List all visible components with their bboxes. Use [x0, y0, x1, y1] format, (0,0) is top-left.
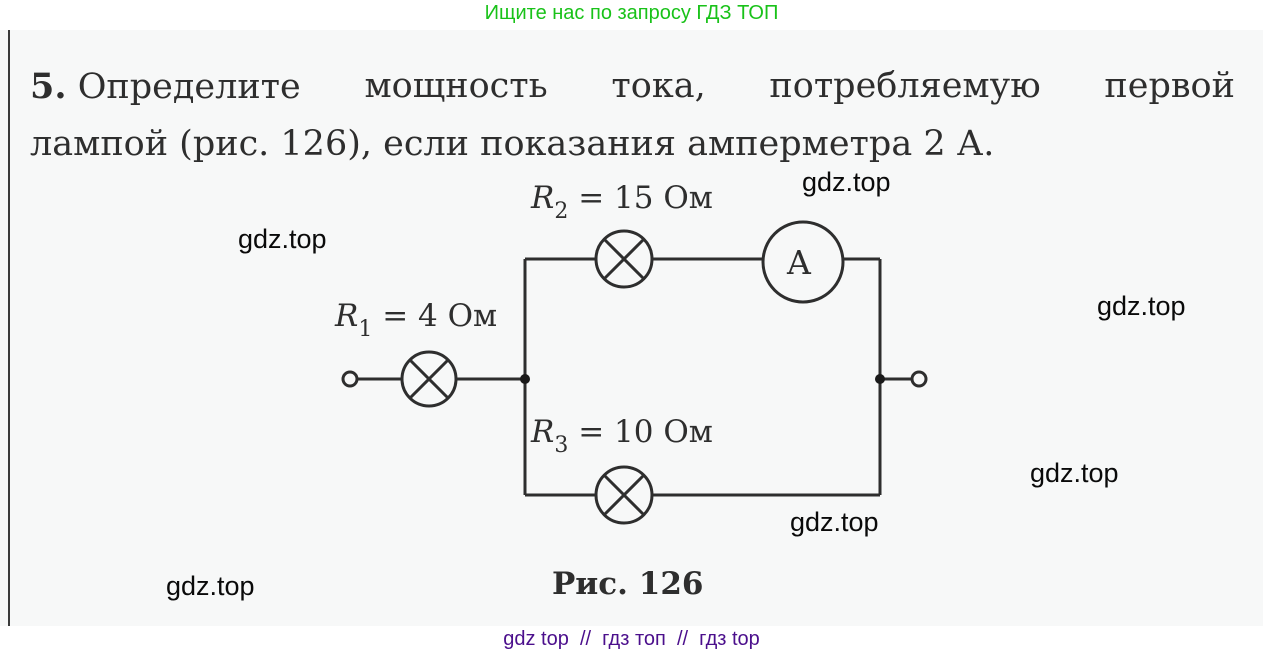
- textbook-page: [0, 30, 1263, 626]
- problem-line-2: лампой (рис. 126), если показания амперм…: [30, 124, 995, 164]
- r3-label: R3 = 10 Ом: [531, 414, 713, 458]
- problem-word: мощность: [364, 66, 548, 106]
- problem-word: потребляемую: [769, 66, 1041, 106]
- r3-symbol: R: [531, 414, 555, 450]
- problem-statement: 5. Определите мощность тока, потребляему…: [30, 58, 1235, 173]
- problem-line-1: 5. Определите мощность тока, потребляему…: [30, 58, 1235, 116]
- r2-symbol: R: [531, 180, 555, 216]
- watermark: gdz.top: [1097, 291, 1186, 321]
- problem-word: Определите: [77, 67, 301, 107]
- r2-label: R2 = 15 Ом: [531, 180, 713, 224]
- lamp-r2-icon: [594, 229, 654, 289]
- r2-value: = 15 Ом: [578, 180, 713, 216]
- junction-left-icon: [520, 374, 530, 384]
- footer-watermark: gdz top // гдз топ // гдз top: [503, 628, 760, 650]
- page-margin-rule: [8, 30, 10, 626]
- lamp-r3-icon: [594, 465, 654, 525]
- watermark: gdz.top: [790, 507, 879, 537]
- problem-number: 5.: [30, 66, 67, 107]
- r3-value: = 10 Ом: [578, 414, 713, 450]
- junction-right-icon: [875, 374, 885, 384]
- watermark: gdz.top: [238, 224, 327, 254]
- ammeter-icon: [761, 220, 845, 304]
- r3-index: 3: [554, 433, 569, 458]
- watermark: gdz.top: [166, 571, 255, 601]
- problem-word: тока,: [611, 66, 706, 106]
- r1-symbol: R: [335, 298, 359, 334]
- top-banner: Ищите нас по запросу ГДЗ ТОП: [484, 2, 779, 24]
- r1-label: R1 = 4 Ом: [335, 298, 497, 342]
- output-terminal-icon: [910, 370, 928, 388]
- figure-caption: Рис. 126: [552, 566, 704, 602]
- watermark: gdz.top: [1030, 458, 1119, 488]
- input-terminal-icon: [341, 370, 359, 388]
- lamp-r1-icon: [400, 350, 458, 408]
- problem-word: первой: [1104, 66, 1235, 106]
- r2-index: 2: [554, 199, 569, 224]
- ammeter-label: A: [787, 243, 811, 282]
- r1-index: 1: [358, 317, 373, 342]
- watermark: gdz.top: [802, 167, 891, 197]
- r1-value: = 4 Ом: [382, 298, 498, 334]
